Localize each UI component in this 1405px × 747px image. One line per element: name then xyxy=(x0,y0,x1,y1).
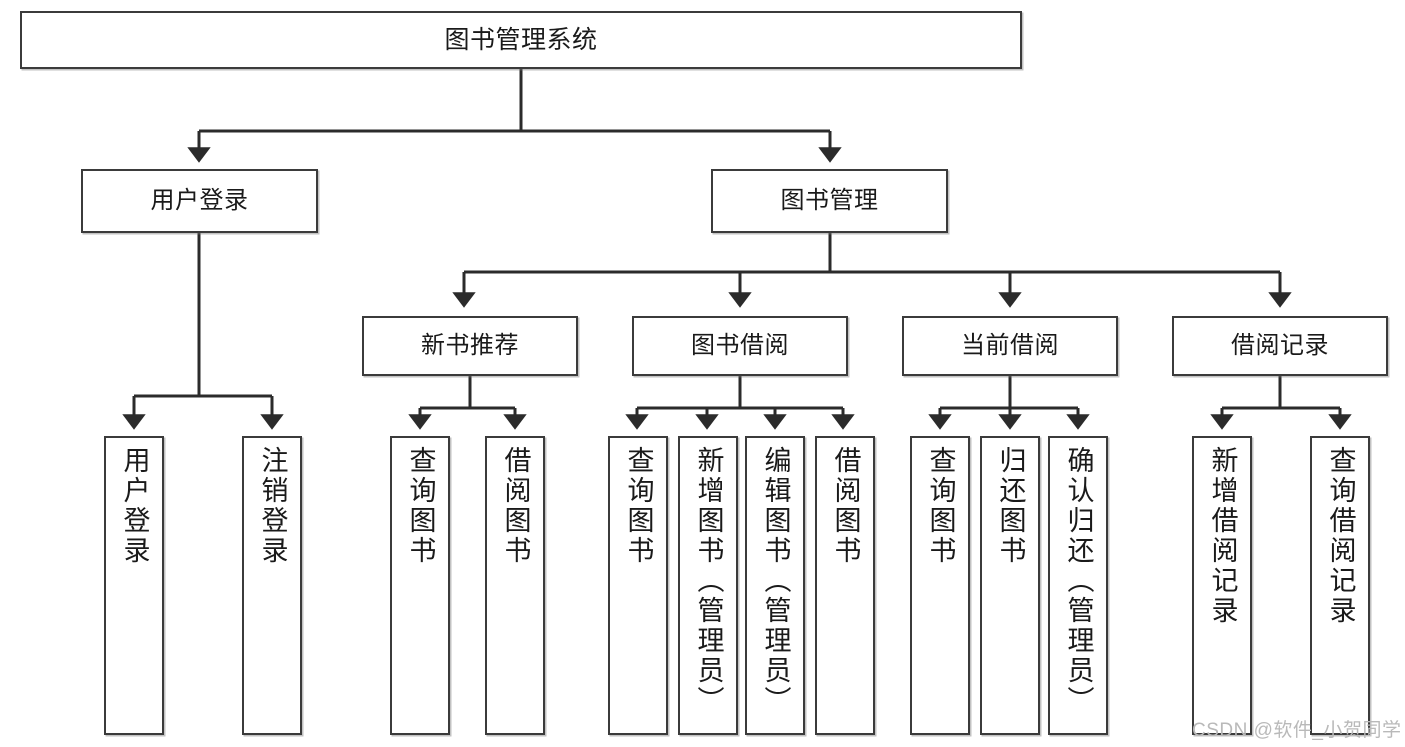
leaf-query-book-1-label: 查询图书 xyxy=(405,446,436,566)
node-new-book-recommend-label: 新书推荐 xyxy=(421,332,519,360)
node-current-borrow-label: 当前借阅 xyxy=(961,332,1059,360)
leaf-query-book-3[interactable]: 查询图书 xyxy=(910,436,970,735)
leaf-user-login-label: 用户登录 xyxy=(119,446,150,566)
node-book-management[interactable]: 图书管理 xyxy=(711,169,948,233)
leaf-add-borrow-record[interactable]: 新增借阅记录 xyxy=(1192,436,1252,735)
leaf-query-borrow-record-label: 查询借阅记录 xyxy=(1325,446,1356,626)
leaf-add-book-label: 新增图书（管理员） xyxy=(693,446,724,716)
leaf-add-book[interactable]: 新增图书（管理员） xyxy=(678,436,738,735)
leaf-confirm-return[interactable]: 确认归还（管理员） xyxy=(1048,436,1108,735)
leaf-borrow-book-2[interactable]: 借阅图书 xyxy=(815,436,875,735)
csdn-watermark: CSDN @软件_小贺同学 xyxy=(1192,720,1402,741)
leaf-edit-book-label: 编辑图书（管理员） xyxy=(760,446,791,716)
leaf-logout[interactable]: 注销登录 xyxy=(242,436,302,735)
leaf-add-borrow-record-label: 新增借阅记录 xyxy=(1207,446,1238,626)
leaf-borrow-book-1[interactable]: 借阅图书 xyxy=(485,436,545,735)
leaf-confirm-return-label: 确认归还（管理员） xyxy=(1063,446,1094,716)
node-current-borrow[interactable]: 当前借阅 xyxy=(902,316,1118,376)
leaf-borrow-book-2-label: 借阅图书 xyxy=(830,446,861,566)
node-book-borrow-label: 图书借阅 xyxy=(691,332,789,360)
node-book-borrow[interactable]: 图书借阅 xyxy=(632,316,848,376)
leaf-logout-label: 注销登录 xyxy=(257,446,288,566)
node-user-login-label: 用户登录 xyxy=(150,187,249,215)
node-root[interactable]: 图书管理系统 xyxy=(20,11,1022,69)
leaf-query-book-1[interactable]: 查询图书 xyxy=(390,436,450,735)
node-user-login[interactable]: 用户登录 xyxy=(81,169,318,233)
leaf-query-book-3-label: 查询图书 xyxy=(925,446,956,566)
node-borrow-record[interactable]: 借阅记录 xyxy=(1172,316,1388,376)
leaf-query-borrow-record[interactable]: 查询借阅记录 xyxy=(1310,436,1370,735)
leaf-user-login[interactable]: 用户登录 xyxy=(104,436,164,735)
leaf-return-book[interactable]: 归还图书 xyxy=(980,436,1040,735)
node-book-management-label: 图书管理 xyxy=(780,187,879,215)
node-new-book-recommend[interactable]: 新书推荐 xyxy=(362,316,578,376)
leaf-return-book-label: 归还图书 xyxy=(995,446,1026,566)
leaf-query-book-2[interactable]: 查询图书 xyxy=(608,436,668,735)
node-root-label: 图书管理系统 xyxy=(444,25,598,54)
leaf-borrow-book-1-label: 借阅图书 xyxy=(500,446,531,566)
leaf-edit-book[interactable]: 编辑图书（管理员） xyxy=(745,436,805,735)
leaf-query-book-2-label: 查询图书 xyxy=(623,446,654,566)
node-borrow-record-label: 借阅记录 xyxy=(1231,332,1329,360)
